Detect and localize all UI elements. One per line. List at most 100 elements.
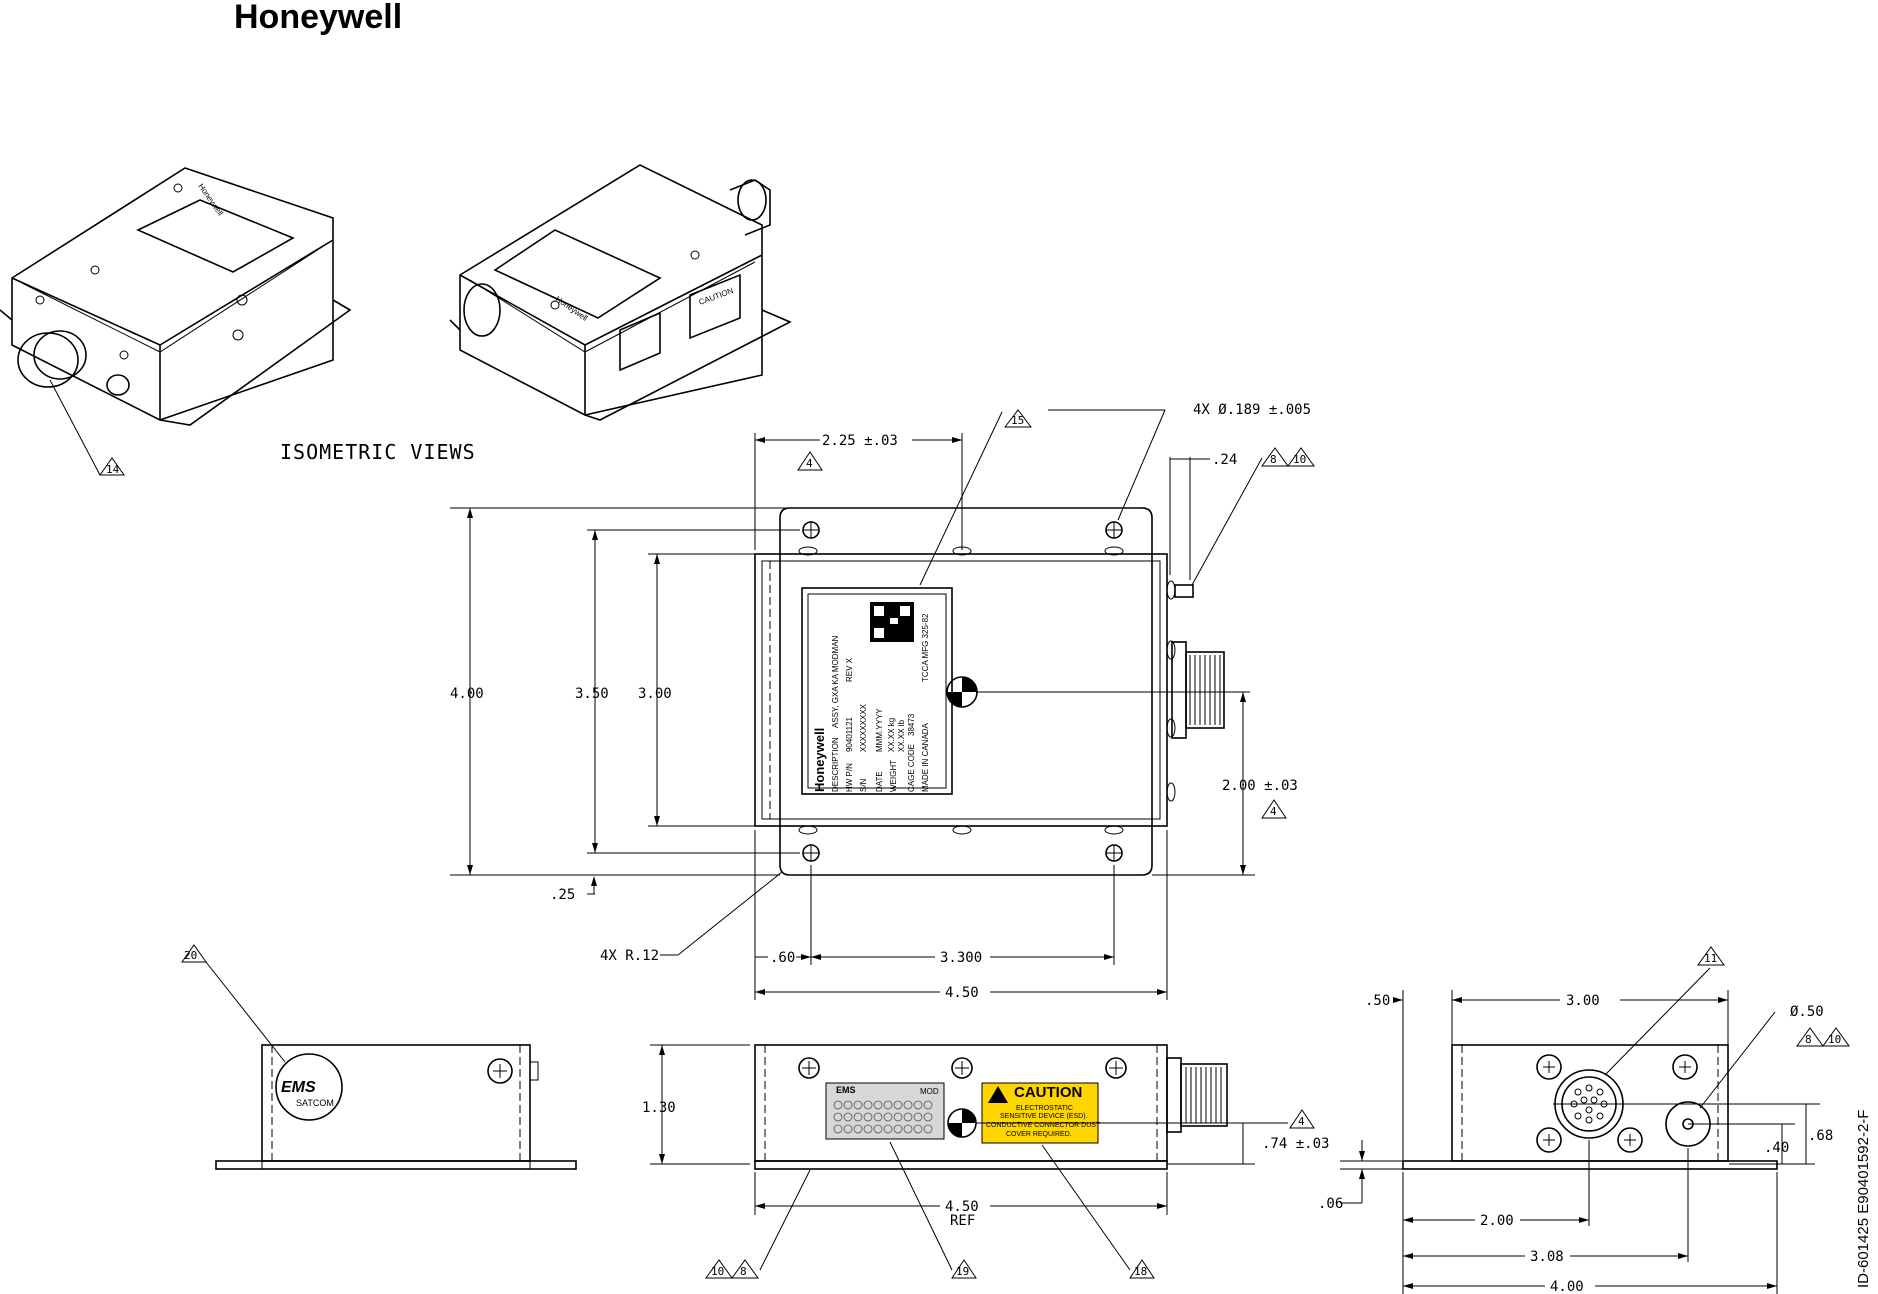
label-cage-value: 38473	[907, 713, 916, 736]
svg-text:Honeywell: Honeywell	[554, 294, 590, 323]
dim-radius: 4X R.12	[600, 948, 659, 964]
caution-line2: SENSITIVE DEVICE (ESD).	[1000, 1113, 1088, 1120]
leader-dia	[1699, 1011, 1776, 1109]
side-view-dimensions	[650, 1044, 1288, 1215]
label-pn-key: HW P/N	[845, 763, 854, 792]
callout-14: 14	[106, 463, 120, 476]
leader-18	[1041, 1144, 1131, 1271]
label-sn-key: S/N	[859, 778, 868, 792]
callout-10-end: 10	[1828, 1033, 1841, 1046]
callout-10-triangle	[1287, 447, 1315, 467]
side-view	[754, 1044, 1228, 1170]
callout-15: 15	[1011, 414, 1024, 427]
callout-4-side-triangle	[1289, 1109, 1315, 1129]
dim-450-side: 4.50	[945, 1199, 979, 1215]
dim-040: .40	[1764, 1140, 1789, 1156]
label-date-key: DATE	[875, 771, 884, 792]
isometric-caption: ISOMETRIC VIEWS	[280, 440, 476, 464]
top-view-dimensions	[450, 409, 1255, 1000]
ems-logo: EMS	[281, 1079, 316, 1096]
nameplate-mod: MOD	[920, 1087, 939, 1096]
dim-450-top: 4.50	[945, 985, 979, 1001]
caution-line1: ELECTROSTATIC	[1016, 1105, 1073, 1112]
dim-200: 2.00 ±.03	[1222, 778, 1298, 794]
callout-19-triangle	[951, 1259, 977, 1279]
right-end-dimensions	[1340, 990, 1820, 1294]
dim-200-end: 2.00	[1480, 1213, 1514, 1229]
dim-130: 1.30	[642, 1100, 676, 1116]
callout-18: 18	[1134, 1265, 1147, 1278]
callout-10-bottom-triangle	[705, 1259, 733, 1279]
leader-14	[49, 379, 101, 476]
callout-15-triangle	[1003, 409, 1033, 428]
dim-hole: 4X Ø.189 ±.005	[1193, 402, 1311, 418]
caution-line3: CONDUCTIVE CONNECTOR DUST	[986, 1122, 1101, 1129]
callout-8-triangle	[1261, 447, 1289, 467]
label-description-key: DESCRIPTION	[831, 737, 840, 792]
top-view	[754, 507, 1225, 876]
dim-024: .24	[1212, 452, 1237, 468]
label-weight-kg: XX.XX kg	[887, 718, 896, 752]
callout-11-triangle	[1697, 946, 1725, 966]
dim-060: .60	[770, 950, 795, 966]
dim-308: 3.08	[1530, 1249, 1564, 1265]
isometric-view-left: Honeywell	[0, 167, 352, 426]
callout-4-right-triangle	[1261, 799, 1287, 819]
callout-8-end-triangle	[1796, 1027, 1824, 1047]
label-rev: REV X	[845, 657, 854, 682]
leader-8-10	[1191, 457, 1263, 586]
label-weight-key: WEIGHT	[889, 760, 898, 792]
callout-4-top-triangle	[797, 451, 823, 471]
callout-10-end-triangle	[1822, 1027, 1850, 1047]
dim-300-end: 3.00	[1566, 993, 1600, 1009]
callout-8-end: 8	[1805, 1033, 1812, 1046]
dim-068: .68	[1808, 1128, 1833, 1144]
callout-11: 11	[1704, 952, 1717, 965]
dim-006: .06	[1318, 1196, 1343, 1212]
label-date-value: MMM.YYYY	[875, 708, 884, 752]
left-end-view	[215, 1044, 577, 1170]
dim-050: .50	[1365, 993, 1390, 1009]
label-description-value: ASSY, GXA KA MODMAN	[831, 635, 840, 728]
label-cage-key: CAGE CODE	[907, 744, 916, 792]
callout-4-right: 4	[1270, 805, 1277, 818]
callout-20: 20	[184, 949, 197, 962]
callout-8-bottom: 8	[740, 1265, 747, 1278]
callout-8: 8	[1270, 453, 1277, 466]
leader-19	[889, 1141, 953, 1271]
leader-10-8	[759, 1169, 811, 1271]
dim-ref: REF	[950, 1213, 975, 1229]
dim-dia: Ø.50	[1790, 1004, 1824, 1020]
dim-025: .25	[550, 887, 575, 903]
callout-10-bottom: 10	[711, 1265, 724, 1278]
callout-20-triangle	[181, 944, 207, 963]
dim-3300: 3.300	[940, 950, 982, 966]
callout-18-triangle	[1129, 1259, 1155, 1279]
callout-4-top: 4	[806, 457, 813, 470]
label-logo: Honeywell	[812, 728, 827, 792]
caution-line4: COVER REQUIRED.	[1006, 1131, 1072, 1138]
figure-id: ID-601425 E90401592-2-F	[1855, 1110, 1872, 1288]
leader-11	[1604, 967, 1711, 1076]
honeywell-logo: Honeywell	[234, 0, 402, 36]
leader-20	[205, 961, 286, 1063]
dim-400-end: 4.00	[1550, 1279, 1584, 1294]
label-pn-value: 90401121	[845, 716, 854, 752]
label-made: MADE IN CANADA	[921, 722, 930, 792]
nameplate-brand: EMS	[836, 1085, 856, 1095]
caution-title: CAUTION	[1014, 1084, 1082, 1101]
dim-225: 2.25 ±.03	[822, 433, 898, 449]
dim-074: .74 ±.03	[1262, 1136, 1329, 1152]
dim-300: 3.00	[638, 686, 672, 702]
satcom-logo: SATCOM	[296, 1098, 334, 1108]
isometric-view-right: Honeywell CAUTION	[449, 164, 792, 421]
dim-350: 3.50	[575, 686, 609, 702]
callout-4-side: 4	[1298, 1115, 1305, 1128]
callout-14-triangle	[99, 457, 125, 476]
label-tcca: TCCA MFG 325-82	[921, 613, 930, 682]
callout-8-bottom-triangle	[731, 1259, 759, 1279]
label-weight-lb: XX.XX lb	[897, 719, 906, 752]
callout-19: 19	[956, 1265, 969, 1278]
leader-15	[919, 411, 1003, 586]
label-sn-value: XXXXXXXXX	[859, 703, 868, 752]
